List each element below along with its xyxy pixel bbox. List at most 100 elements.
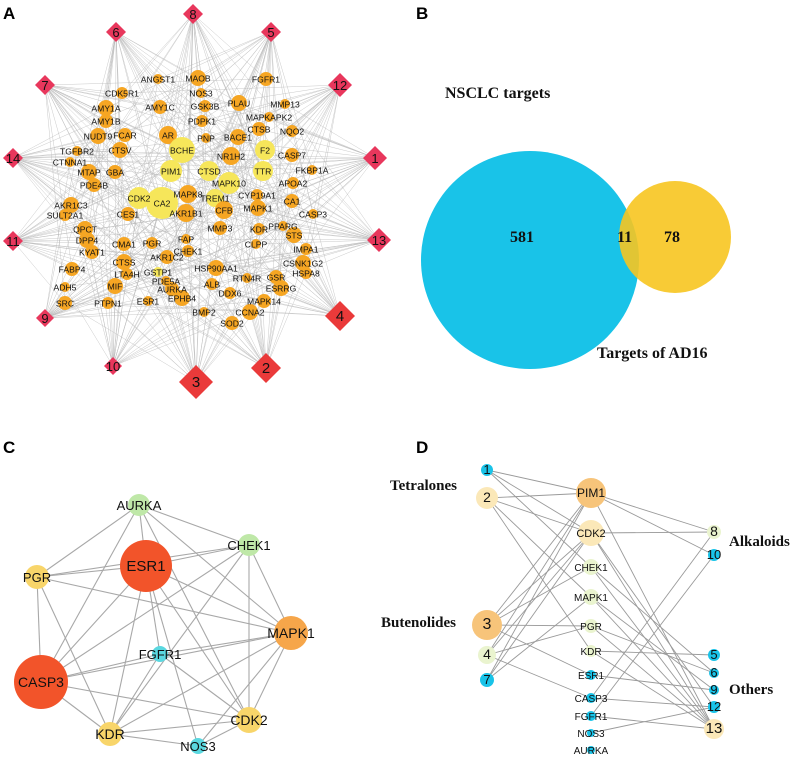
edge-c-aurka-casp3 [40, 504, 140, 683]
target-node-ctsv [112, 142, 128, 158]
compound-label-8: 8 [189, 7, 196, 22]
target-node-amy1b [99, 114, 113, 128]
ppi-label-pgr: PGR [23, 570, 51, 585]
compound-label-3: 3 [192, 374, 200, 391]
edge-a-6-csnk1g2 [115, 31, 304, 264]
d-compound-node-1 [481, 464, 493, 476]
target-node-cma1 [117, 237, 131, 251]
edge-a-3-casp7 [195, 154, 293, 383]
target-node-pde4b [87, 178, 101, 192]
compound-node-14 [3, 148, 23, 168]
edge-a-11-amy1b [12, 120, 107, 242]
edge-a-12-kdr [258, 84, 341, 230]
edge-a-14-amy1a [12, 107, 107, 159]
compound-node-11 [3, 231, 23, 251]
target-label-mapk14: MAPK14 [247, 297, 281, 307]
edge-a-13-hsp90aa1 [215, 239, 380, 269]
target-label-mapkapk2: MAPKAPK2 [246, 113, 293, 123]
edge-a-4-impa1 [305, 248, 341, 317]
edge-a-10-esrrg [112, 287, 282, 367]
target-node-fap [181, 234, 191, 244]
d-compound-label-9: 9 [710, 682, 717, 697]
venn-label-nsclc: NSCLC targets [445, 85, 550, 102]
edge-a-13-fap [185, 238, 380, 241]
target-label-ca2: CA2 [154, 199, 171, 209]
target-label-rtn4r: RTN4R [233, 274, 262, 284]
target-node-pdpk1 [196, 115, 208, 127]
edge-a-5-akr1c3 [70, 31, 272, 206]
target-node-fcar [118, 128, 132, 142]
target-label-mtap: MTAP [77, 168, 101, 178]
edge-a-10-dpp4 [86, 239, 114, 367]
edge-a-6-mapk10 [115, 31, 230, 184]
edge-d-2-mapk1 [486, 497, 592, 598]
edge-a-14-qpct [12, 157, 86, 230]
target-label-cma1: CMA1 [112, 240, 136, 250]
edge-a-8-fgfr1 [192, 13, 267, 80]
ppi-label-esr1: ESR1 [126, 558, 165, 575]
edge-d-1-pim1 [486, 469, 592, 494]
edge-d-esr1-9 [590, 674, 715, 691]
edge-a-13-cdk2 [138, 197, 380, 241]
target-label-nudt9: NUDT9 [84, 132, 113, 142]
target-node-maob [190, 70, 206, 86]
compound-label-10: 10 [106, 359, 120, 374]
edge-a-12-nr1h2 [230, 84, 341, 157]
edge-a-9-mif [44, 285, 116, 319]
edge-a-10-adh5 [64, 286, 114, 367]
edge-a-13-pparg [282, 225, 380, 241]
target-label-gsk3b: GSK3B [191, 102, 220, 112]
edge-a-14-pde5a [12, 157, 167, 282]
target-node-ar [159, 126, 177, 144]
target-label-pnp: PNP [197, 134, 215, 144]
edge-a-2-mmp13 [265, 103, 286, 369]
target-label-aurka: AURKA [157, 285, 187, 295]
edge-a-9-angst1 [44, 78, 159, 319]
target-label-fabp4: FABP4 [59, 265, 86, 275]
d-compound-label-7: 7 [483, 672, 490, 687]
edge-a-5-fap [185, 31, 272, 240]
d-target-node-esr1 [586, 670, 596, 680]
group-label-alkaloids: Alkaloids [729, 534, 790, 550]
d-compound-label-1: 1 [483, 462, 490, 477]
d-compound-label-6: 6 [710, 665, 717, 680]
target-node-aurka [165, 282, 179, 296]
d-target-label-esr1: ESR1 [578, 671, 605, 682]
edge-a-1-mmp13 [284, 103, 376, 159]
target-node-csnk1g2 [295, 255, 311, 271]
edge-a-11-hspa8 [12, 240, 307, 274]
target-label-src: SRC [56, 299, 74, 309]
target-node-hspa8 [300, 267, 312, 279]
panel-d-edges [486, 469, 715, 734]
target-label-pgr: PGR [143, 239, 162, 249]
ppi-label-chek1: CHEK1 [227, 538, 270, 553]
d-compound-label-2: 2 [483, 489, 491, 505]
target-label-esr1: ESR1 [137, 297, 160, 307]
edge-a-10-impa1 [112, 248, 307, 367]
target-node-lta4h [121, 268, 133, 280]
edge-d-pgr-6 [590, 625, 715, 674]
edge-a-12-ar [167, 84, 341, 136]
target-node-kdr [253, 223, 265, 235]
edge-a-11-aurka [12, 240, 173, 290]
compound-node-7 [35, 75, 55, 95]
d-compound-node-9 [709, 685, 719, 695]
d-compound-label-3: 3 [483, 616, 492, 633]
ppi-node-fgfr1 [152, 646, 168, 662]
edge-a-12-ptpn1 [107, 84, 341, 304]
target-node-apoa2 [287, 177, 299, 189]
edge-a-10-hsp90aa1 [112, 267, 217, 367]
target-label-plau: PLAU [228, 99, 250, 109]
edge-a-8-cyp19a1 [192, 13, 258, 196]
edge-c-kdr-cdk2 [109, 719, 250, 735]
edge-d-7-pim1 [486, 492, 592, 681]
edge-a-3-ces1 [127, 213, 197, 383]
target-node-bace1 [230, 129, 246, 145]
compound-label-2: 2 [262, 360, 270, 377]
target-node-mapk14 [257, 294, 271, 308]
edge-a-14-fcar [12, 134, 126, 159]
edge-c-esr1-cdk2 [145, 565, 250, 721]
edge-d-3-esr1 [486, 624, 592, 676]
group-label-tetralones: Tetralones [390, 478, 457, 494]
